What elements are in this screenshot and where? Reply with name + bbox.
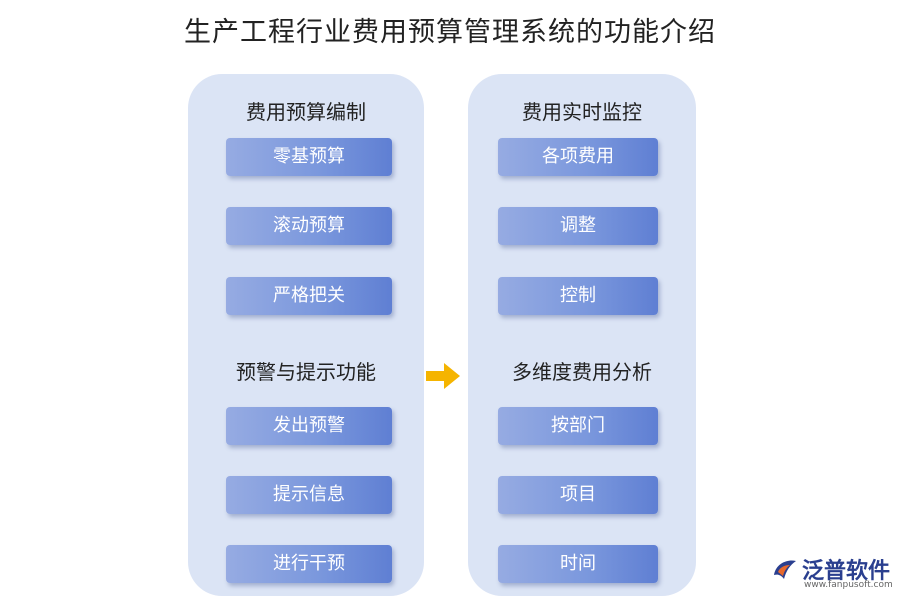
page-title: 生产工程行业费用预算管理系统的功能介绍 (184, 17, 716, 48)
right-arrow-icon (426, 363, 460, 389)
group-heading-realtime-monitoring: 费用实时监控 (522, 100, 642, 124)
group-heading-budget-planning: 费用预算编制 (246, 100, 366, 124)
fanpu-logo-icon (774, 560, 796, 579)
item-time[interactable]: 时间 (498, 545, 658, 583)
item-zero-based-budget[interactable]: 零基预算 (226, 138, 392, 176)
item-prompt-info[interactable]: 提示信息 (226, 476, 392, 514)
item-by-department[interactable]: 按部门 (498, 407, 658, 445)
item-project[interactable]: 项目 (498, 476, 658, 514)
logo-url: www.fanpusoft.com (804, 580, 893, 590)
item-intervene[interactable]: 进行干预 (226, 545, 392, 583)
item-adjust[interactable]: 调整 (498, 207, 658, 245)
item-all-expenses[interactable]: 各项费用 (498, 138, 658, 176)
item-issue-warning[interactable]: 发出预警 (226, 407, 392, 445)
brand-logo: 泛普软件 www.fanpusoft.com (770, 553, 894, 595)
right-panel: 费用实时监控 各项费用 调整 控制 多维度费用分析 按部门 项目 时间 (468, 74, 696, 596)
left-panel: 费用预算编制 零基预算 滚动预算 严格把关 预警与提示功能 发出预警 提示信息 … (188, 74, 424, 596)
item-control[interactable]: 控制 (498, 277, 658, 315)
logo-name: 泛普软件 (802, 559, 891, 584)
item-rolling-budget[interactable]: 滚动预算 (226, 207, 392, 245)
group-heading-warning: 预警与提示功能 (236, 360, 376, 384)
group-heading-multidimensional-analysis: 多维度费用分析 (512, 360, 652, 384)
item-strict-control[interactable]: 严格把关 (226, 277, 392, 315)
